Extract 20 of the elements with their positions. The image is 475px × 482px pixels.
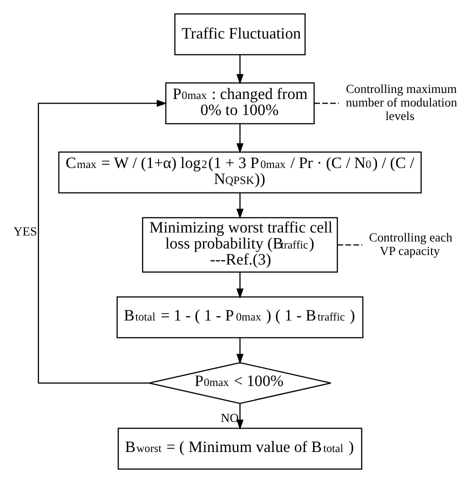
arrow	[236, 402, 244, 430]
node-box: P0max : changed from 0% to 100%	[164, 82, 314, 124]
edge-label: YES	[13, 224, 37, 238]
arrow	[236, 54, 244, 84]
arrow	[236, 337, 244, 364]
connector	[336, 244, 362, 245]
arrow	[236, 124, 244, 153]
edge-label: NO	[220, 410, 238, 424]
node-text: Controlling each VP capacity	[368, 230, 452, 258]
node-box: Bworst = ( Minimum value of Btotal )	[117, 427, 362, 470]
node-text: Controlling maximum number of modulation levels	[345, 81, 457, 123]
node-diamond: P0max < 100%	[148, 362, 331, 404]
arrow	[37, 99, 166, 384]
node-box: Minimizing worst traffic cell loss probability (Btraffic) ---Ref.(3)	[142, 216, 338, 272]
arrow	[236, 192, 244, 218]
node-box: Cmax = W / (1+α) log2(1 + 3 P0max / Pr · (C / N0) / (C / NQPSK))	[58, 150, 422, 193]
node-box: Btotal = 1 - ( 1 - P0max ) ( 1 - Btraffic )	[116, 296, 363, 338]
node-box: Traffic Fluctuation	[174, 12, 306, 55]
connector	[314, 102, 338, 104]
arrow	[236, 272, 244, 298]
